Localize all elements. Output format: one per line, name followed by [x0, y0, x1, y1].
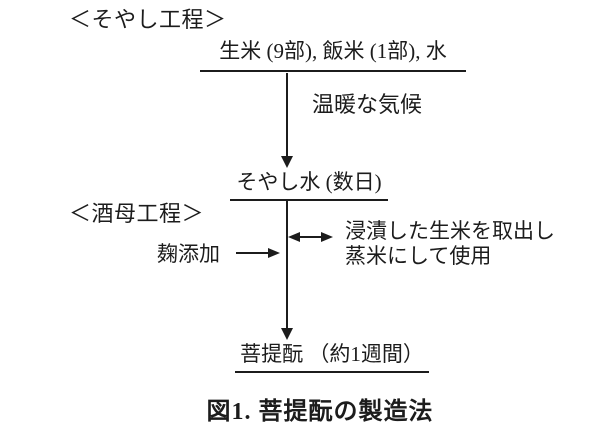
koji-addition-label: 麹添加 [157, 242, 220, 266]
double-arrow-right-head-icon [321, 232, 333, 242]
exchange-note-line2: 蒸米にして使用 [345, 244, 492, 268]
down-arrow-2-head-icon [281, 328, 293, 340]
down-arrow-2-line [286, 201, 288, 330]
stage-label-soyashi: ＜そやし工程＞ [69, 7, 227, 32]
down-arrow-1-head-icon [281, 156, 293, 168]
node-soyashi-water: そやし水 (数日) [230, 169, 388, 201]
koji-arrow-line [236, 252, 270, 254]
koji-arrow-head-icon [268, 248, 280, 258]
exchange-note-line1: 浸漬した生米を取出し [345, 219, 555, 243]
node-ingredients: 生米 (9部), 飯米 (1部), 水 [200, 38, 466, 72]
down-arrow-1-line [286, 73, 288, 157]
exchange-note: 浸漬した生米を取出し 蒸米にして使用 [345, 219, 555, 269]
node-bodaimoto: 菩提酛 （約1週間） [235, 341, 429, 373]
double-arrow-left-head-icon [288, 232, 300, 242]
figure-caption: 図1. 菩提酛の製造法 [206, 399, 434, 425]
stage-label-shubo: ＜酒母工程＞ [69, 201, 205, 226]
double-arrow-line [297, 236, 323, 238]
warm-climate-label: 温暖な気候 [312, 92, 423, 117]
